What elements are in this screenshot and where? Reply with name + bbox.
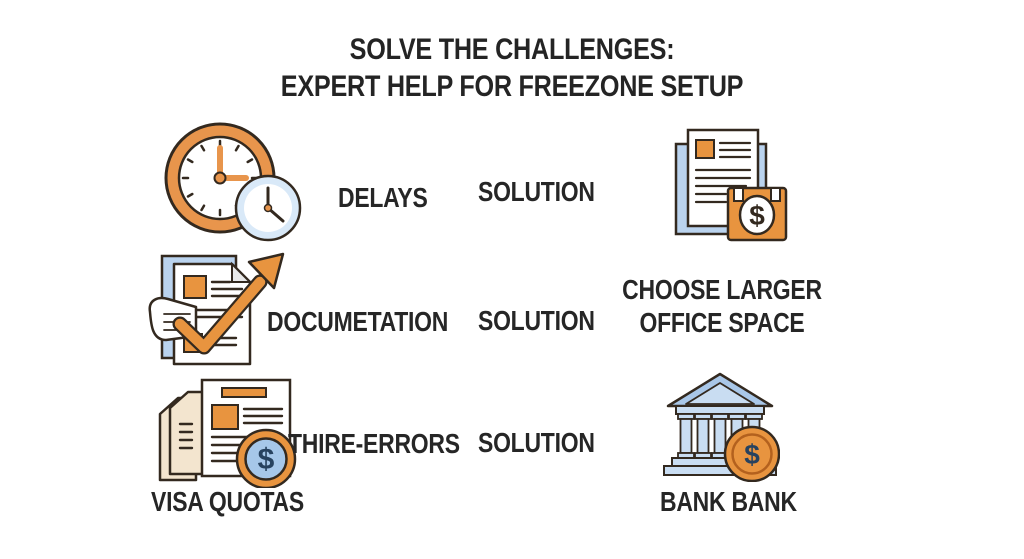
page-title-line1: SOLVE THE CHALLENGES: <box>349 33 675 66</box>
page-title-line2: EXPERT HELP FOR FREEZONE SETUP <box>280 70 744 103</box>
svg-text:$: $ <box>258 443 275 476</box>
solution-label-3: SOLUTION <box>478 427 595 458</box>
solution-office-line1: CHOOSE LARGER <box>622 274 822 305</box>
page-title: SOLVE THE CHALLENGES: EXPERT HELP FOR FR… <box>82 31 942 105</box>
bank-coin-icon: $ <box>660 370 780 482</box>
challenge-label-documentation: DOCUMETATION <box>267 306 449 337</box>
challenge-label-delays: DELAYS <box>338 182 428 213</box>
solution-label-bank: BANK BANK <box>660 486 797 517</box>
solution-office-line2: OFFICE SPACE <box>639 307 805 338</box>
dual-clocks-icon <box>150 118 308 244</box>
visa-quotas-caption: VISA QUOTAS <box>151 486 304 517</box>
solution-label-office: CHOOSE LARGER OFFICE SPACE <box>620 273 825 339</box>
challenge-label-errors: THIRE-ERRORS <box>288 428 460 459</box>
svg-text:$: $ <box>749 200 765 231</box>
svg-text:$: $ <box>744 439 760 470</box>
document-money-icon: $ <box>668 124 796 244</box>
solution-label-1: SOLUTION <box>478 176 595 207</box>
documents-coin-icon: $ <box>150 372 302 488</box>
solution-label-2: SOLUTION <box>478 305 595 336</box>
document-check-arrow-icon <box>146 250 294 372</box>
